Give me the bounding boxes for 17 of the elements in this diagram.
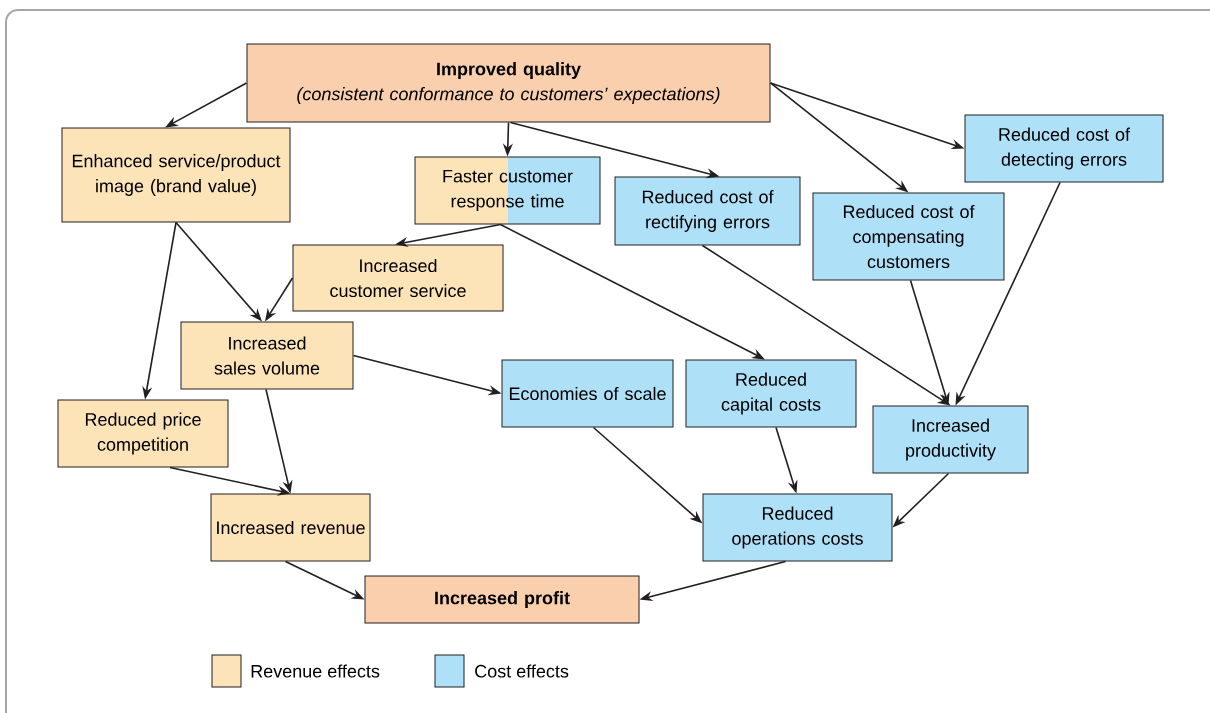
process-box: Reduced operations costs xyxy=(702,493,893,562)
process-box: Reduced price competition xyxy=(57,399,229,468)
process-box: Reduced cost of compensating customers xyxy=(812,192,1005,281)
process-box: Enhanced service/product image (brand value) xyxy=(61,127,291,223)
process-box: Increased customer service xyxy=(292,244,504,312)
legend-label: Cost effects xyxy=(475,664,569,678)
process-box: Economies of scale xyxy=(501,359,674,428)
process-box: Reduced cost of rectifying errors xyxy=(614,176,801,246)
legend-label: Revenue effects xyxy=(251,664,380,678)
process-box: Increased profit xyxy=(364,575,640,624)
process-box: Reduced cost of detecting errors xyxy=(964,114,1164,183)
process-box: Reduced capital costs xyxy=(685,359,857,428)
process-box: Improved quality (consistent conformance to customers’ expectations) xyxy=(246,43,771,123)
process-box: Faster customer response time xyxy=(414,156,601,225)
process-box: Increased revenue xyxy=(210,493,371,562)
process-box: Increased sales volume xyxy=(180,321,354,390)
process-box: Increased productivity xyxy=(872,405,1029,474)
